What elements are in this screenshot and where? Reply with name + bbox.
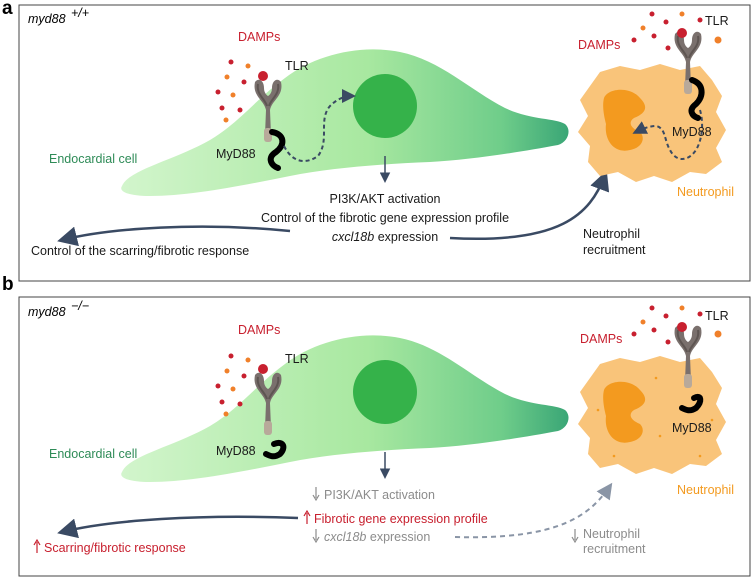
neutrophil-cell-b	[578, 356, 726, 474]
nucleus-a	[353, 74, 417, 138]
panel-b-frame	[18, 296, 751, 577]
recruit-label2-b: recruitment	[583, 542, 646, 556]
endocardial-label-a: Endocardial cell	[49, 152, 137, 166]
tlr-label-left-a: TLR	[285, 59, 309, 73]
nucleus-b	[353, 360, 417, 424]
panel-b-genotype: myd88	[28, 305, 66, 319]
arrow-to-neutrophil-a	[449, 170, 610, 241]
damp-bound-right-a	[677, 28, 687, 38]
panel-a-genotype-sup: +/+	[71, 6, 89, 20]
myd88-label-left-b: MyD88	[216, 444, 256, 458]
damp-dots-left-a	[215, 59, 251, 123]
myd88-label-right-b: MyD88	[672, 421, 712, 435]
endocardial-label-b: Endocardial cell	[49, 447, 137, 461]
recruit-label1-a: Neutrophil	[583, 227, 640, 241]
neutrophil-label-a: Neutrophil	[677, 185, 734, 199]
scarring-label-a: Control of the scarring/fibrotic respons…	[31, 244, 249, 258]
cxcl18b-line-a: cxcl18b expression	[332, 230, 438, 244]
down-arrow-pi3k-b	[312, 487, 320, 502]
down-arrow-recruit-b	[571, 529, 579, 544]
signal-path-a	[283, 89, 356, 163]
panel-a-genotype: myd88	[28, 12, 66, 26]
signal-path-neutrophil-a	[632, 109, 704, 160]
myd88-label-right-a: MyD88	[672, 125, 712, 139]
tlr-label-left-b: TLR	[285, 352, 309, 366]
damp-bound-right-b	[677, 322, 687, 332]
damp-dots-right-b	[631, 305, 722, 345]
tlr-label-right-a: TLR	[705, 14, 729, 28]
arrow-to-scarring-a	[57, 225, 291, 247]
damp-bound-left-a	[258, 71, 268, 81]
myd88-adaptor-right-b	[679, 394, 704, 414]
neutrophil-nucleus-b	[603, 381, 646, 443]
damps-label-left-a: DAMPs	[238, 30, 280, 44]
arrow-to-neutrophil-b	[454, 482, 613, 539]
up-arrow-fibrotic-b	[303, 509, 311, 524]
myd88-adaptor-left-a	[267, 129, 286, 171]
damp-dots-left-b	[215, 353, 251, 417]
myd88-adaptor-right-a	[688, 77, 705, 121]
tlr-label-right-b: TLR	[705, 309, 729, 323]
myd88-adaptor-left-b	[263, 440, 287, 460]
up-arrow-scarring-b	[33, 538, 41, 553]
panel-b-letter: b	[2, 274, 14, 295]
recruit-label2-a: recruitment	[583, 243, 646, 257]
endocardial-cell-a	[121, 49, 569, 197]
damps-label-right-a: DAMPs	[578, 38, 620, 52]
pi3k-line-b: PI3K/AKT activation	[324, 488, 435, 502]
pi3k-line-a: PI3K/AKT activation	[330, 192, 441, 206]
cxcl18b-line-b: cxcl18b expression	[324, 530, 430, 544]
panel-b-genotype-sup: −/−	[71, 299, 89, 313]
panel-a-frame	[18, 4, 751, 282]
damps-label-left-b: DAMPs	[238, 323, 280, 337]
damps-label-right-b: DAMPs	[580, 332, 622, 346]
neutrophil-cell-a	[578, 64, 726, 182]
scarring-label-b: Scarring/fibrotic response	[44, 541, 186, 555]
fibrotic-line-a: Control of the fibrotic gene expression …	[261, 211, 509, 225]
fibrotic-line-b: Fibrotic gene expression profile	[314, 512, 488, 526]
endocardial-cell-b	[121, 335, 569, 482]
myd88-label-left-a: MyD88	[216, 147, 256, 161]
down-arrow-cxcl18b-b	[312, 529, 320, 544]
neutrophil-label-b: Neutrophil	[677, 483, 734, 497]
neutrophil-nucleus-a	[603, 89, 646, 151]
panel-a-letter: a	[2, 0, 13, 19]
recruit-label1-b: Neutrophil	[583, 527, 640, 541]
neutrophil-granules-b	[596, 376, 714, 458]
damp-dots-right-a	[631, 11, 722, 51]
damp-bound-left-b	[258, 364, 268, 374]
arrow-to-scarring-b	[57, 515, 299, 539]
